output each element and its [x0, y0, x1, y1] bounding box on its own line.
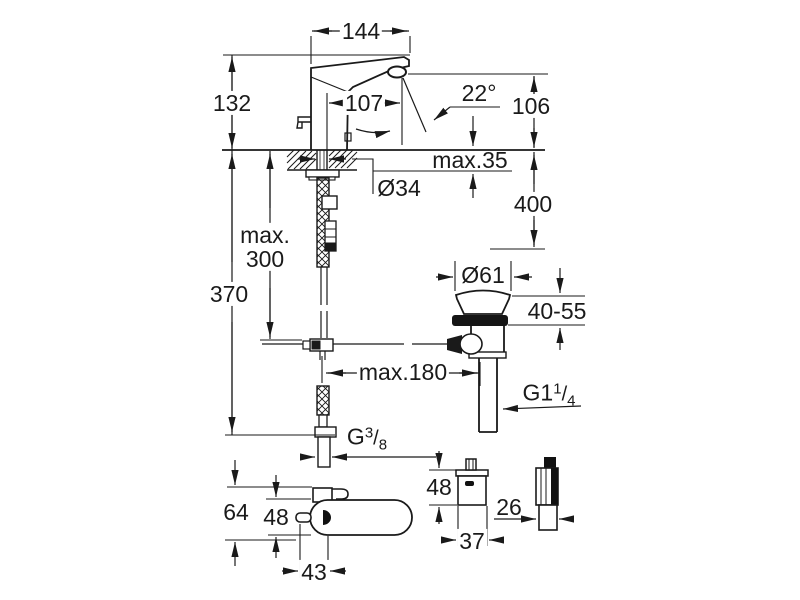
- supply-shaft-step: [318, 414, 328, 428]
- box-body: [457, 475, 487, 506]
- side-lower-tube: [538, 504, 558, 531]
- dim-label-unit-total-height: 64: [221, 498, 251, 525]
- under-deck-assembly: [262, 177, 448, 360]
- faucet-outline: [310, 56, 410, 151]
- dim-label-height: 132: [210, 89, 254, 116]
- waste-tailpipe: [478, 358, 498, 433]
- waste-inlet-port: [459, 333, 483, 355]
- control-unit-top-view: [295, 487, 413, 536]
- hose-fitting-collar: [324, 242, 337, 252]
- supply-tube: [317, 436, 331, 468]
- faucet-shank-threads: [319, 150, 325, 170]
- mounting-nut: [321, 195, 338, 210]
- dim-label-hole-diameter: Ø34: [377, 174, 421, 201]
- dim-label-waste-diameter: Ø61: [459, 261, 507, 288]
- dim-label-waste-range: 40-55: [525, 297, 589, 324]
- tee-end-cap: [302, 340, 311, 350]
- supply-thread-slash: /: [373, 427, 379, 450]
- supply-threaded-shaft: [316, 385, 330, 416]
- waste-thread-denominator: 4: [567, 392, 576, 410]
- unit-cable-gland: [323, 510, 331, 525]
- waste-thread-numerator: 1: [553, 380, 562, 398]
- box-top-nub: [465, 458, 477, 471]
- waste-gasket: [452, 315, 508, 326]
- connection-height-line1: max.: [240, 221, 290, 248]
- waste-thread-prefix: G1: [522, 379, 554, 406]
- side-top-nub: [544, 457, 556, 468]
- faucet-cap-bevel: [310, 76, 349, 93]
- dim-label-outlet-height: 106: [509, 92, 553, 119]
- dim-label-spout-width: 144: [339, 17, 383, 44]
- dim-label-box-height: 48: [424, 473, 454, 500]
- dim-label-deck-thickness: max.35: [432, 146, 508, 173]
- extension-lines: [223, 36, 585, 578]
- tee-fitting-core: [311, 340, 321, 350]
- popup-waste-valve: [447, 289, 512, 433]
- control-box-side-view: [535, 457, 559, 531]
- dimension-arrows: [228, 27, 582, 575]
- dim-label-hose-drop: 400: [511, 190, 555, 217]
- side-body-black-bar: [551, 468, 558, 505]
- dim-label-spray-angle: 22°: [461, 79, 497, 106]
- hose-fitting-bands: [325, 228, 336, 238]
- side-body-lines: [540, 468, 547, 505]
- supply-hose: [319, 267, 328, 360]
- dim-label-waste-thread: G11/4: [521, 381, 578, 410]
- faucet-shank: [316, 150, 328, 170]
- unit-side-nub: [295, 512, 312, 523]
- unit-clip-hook: [332, 488, 349, 500]
- dim-label-below-height: 370: [207, 280, 251, 307]
- dim-label-box-depth: 26: [496, 493, 522, 520]
- dim-label-connection-height: max. 300: [238, 223, 292, 271]
- waste-thread-slash: /: [561, 383, 568, 406]
- box-top-nub-lines: [468, 459, 474, 470]
- box-flange: [455, 469, 489, 477]
- dim-label-reach: 107: [342, 89, 386, 116]
- supply-thread-numerator: 3: [364, 424, 374, 442]
- box-indicator: [465, 481, 474, 486]
- dim-label-box-width: 37: [457, 527, 487, 554]
- faucet-lever: [296, 116, 311, 129]
- dim-label-unit-body-height: 48: [261, 503, 291, 530]
- waste-dome: [454, 289, 512, 315]
- dim-label-drain-offset: max.180: [356, 358, 450, 385]
- waste-inlet-connector: [447, 335, 462, 354]
- mounting-flange: [305, 169, 340, 178]
- dim-label-supply-thread: G3/8: [345, 425, 389, 454]
- supply-thread-prefix: G: [346, 423, 365, 450]
- water-stream-line: [402, 77, 427, 133]
- aerator: [387, 65, 407, 79]
- faucet-sensor-window: [344, 132, 352, 142]
- waste-body-collar: [468, 351, 507, 359]
- deck-hatching: [286, 149, 358, 170]
- dim-label-unit-offset: 43: [299, 558, 329, 585]
- supply-connection-shaft: [314, 385, 337, 468]
- connection-height-line2: 300: [245, 246, 285, 272]
- supply-thread-denominator: 8: [378, 436, 388, 454]
- control-box-front-view: [455, 458, 489, 506]
